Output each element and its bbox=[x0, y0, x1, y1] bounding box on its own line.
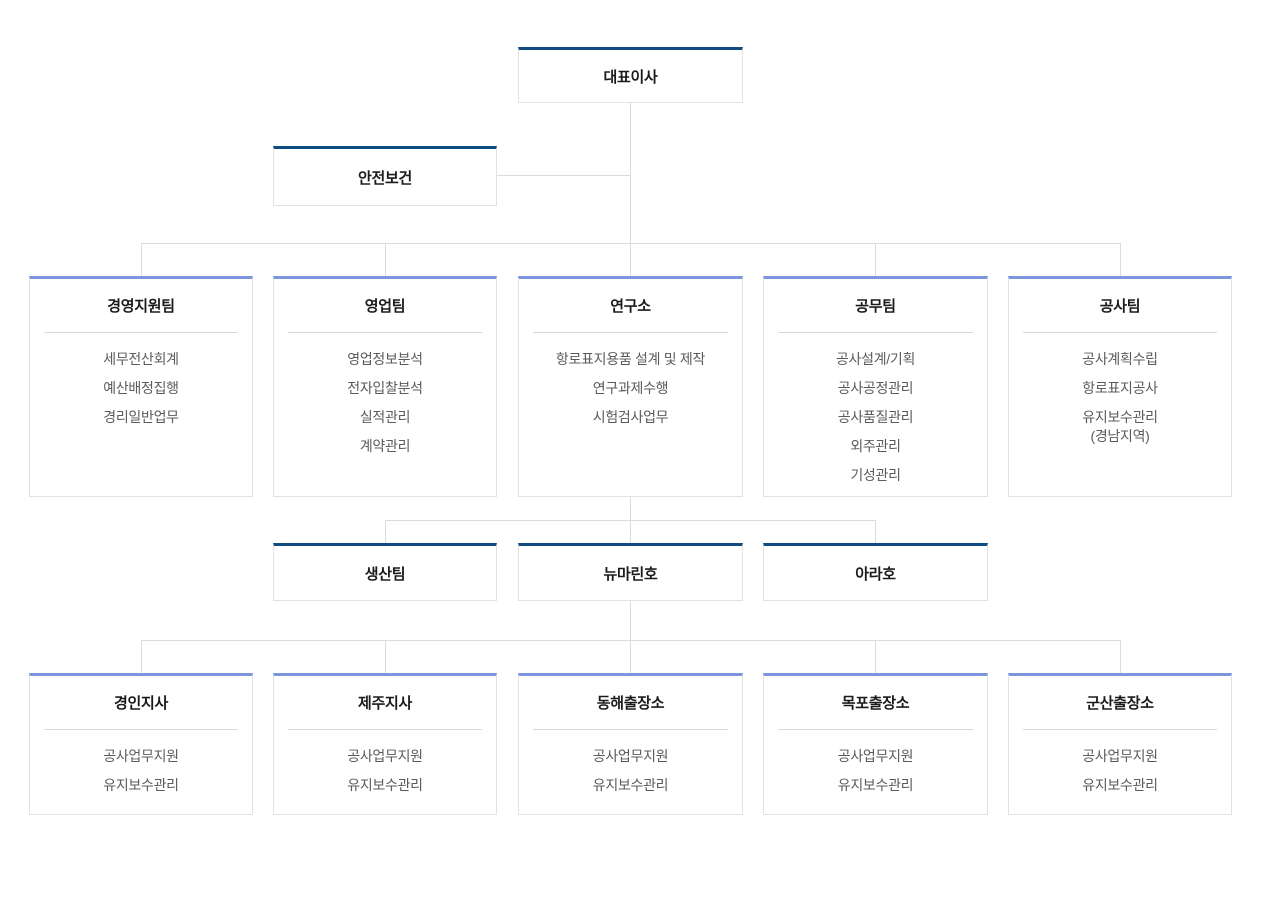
duty-item: 예산배정집행 bbox=[103, 380, 179, 396]
duty-item: 전자입찰분석 bbox=[347, 380, 423, 396]
duty-item: 공사업무지원 bbox=[347, 748, 423, 764]
duty-item: 유지보수관리 bbox=[837, 777, 914, 793]
duty-item: 항로표지용품 설계 및 제작 bbox=[555, 351, 706, 367]
duty-item: 공사계획수립 bbox=[1082, 351, 1158, 367]
duty-item: 공사업무지원 bbox=[837, 748, 914, 764]
box-items: 공사업무지원 유지보수관리 bbox=[1009, 742, 1231, 800]
box-items: 공사업무지원 유지보수관리 bbox=[274, 742, 496, 800]
org-box-ceo: 대표이사 bbox=[518, 47, 743, 103]
box-items: 공사업무지원 유지보수관리 bbox=[764, 742, 987, 800]
duty-item: 시험검사업무 bbox=[592, 409, 669, 425]
connector-drop bbox=[385, 520, 386, 543]
connector-drop bbox=[875, 520, 876, 543]
duty-item: 유지보수관리 bbox=[1082, 777, 1158, 793]
duty-item: 유지보수관리 bbox=[103, 777, 179, 793]
divider bbox=[533, 729, 728, 730]
box-title: 목포출장소 bbox=[841, 695, 910, 712]
connector-ceo-down bbox=[630, 103, 631, 243]
box-title: 공무팀 bbox=[855, 298, 896, 315]
connector-drop bbox=[630, 640, 631, 673]
connector-drop bbox=[141, 640, 142, 673]
box-title: 제주지사 bbox=[357, 695, 412, 712]
duty-item: 계약관리 bbox=[359, 438, 411, 454]
connector-drop bbox=[1120, 243, 1121, 276]
box-title: 뉴마린호 bbox=[603, 565, 658, 583]
org-box-jeju-branch: 제주지사 공사업무지원 유지보수관리 bbox=[273, 673, 497, 815]
box-items: 공사계획수립 항로표지공사 유지보수관리 (경남지역) bbox=[1009, 345, 1231, 451]
connector-drop bbox=[630, 243, 631, 276]
org-box-mokpo-office: 목포출장소 공사업무지원 유지보수관리 bbox=[763, 673, 988, 815]
org-box-sales-team: 영업팀 영업정보분석 전자입찰분석 실적관리 계약관리 bbox=[273, 276, 497, 497]
duty-item: 세무전산회계 bbox=[103, 351, 179, 367]
duty-item: 유지보수관리 (경남지역) bbox=[1082, 409, 1158, 444]
org-box-management-support-team: 경영지원팀 세무전산회계 예산배정집행 경리일반업무 bbox=[29, 276, 253, 497]
box-title: 영업팀 bbox=[364, 298, 406, 315]
connector-drop bbox=[1120, 640, 1121, 673]
box-items: 세무전산회계 예산배정집행 경리일반업무 bbox=[30, 345, 252, 432]
duty-item: 공사업무지원 bbox=[592, 748, 669, 764]
connector-lab-down bbox=[630, 497, 631, 520]
box-items: 공사업무지원 유지보수관리 bbox=[519, 742, 742, 800]
connector-drop bbox=[630, 520, 631, 543]
connector-drop bbox=[385, 243, 386, 276]
org-box-donghae-office: 동해출장소 공사업무지원 유지보수관리 bbox=[518, 673, 743, 815]
box-title: 경인지사 bbox=[113, 695, 168, 712]
divider bbox=[288, 332, 482, 333]
divider bbox=[778, 729, 973, 730]
box-title: 생산팀 bbox=[364, 565, 406, 583]
divider bbox=[533, 332, 728, 333]
box-items: 항로표지용품 설계 및 제작 연구과제수행 시험검사업무 bbox=[519, 345, 742, 432]
duty-item: 외주관리 bbox=[850, 438, 901, 454]
duty-item: 유지보수관리 bbox=[592, 777, 669, 793]
duty-item: 경리일반업무 bbox=[103, 409, 179, 425]
org-box-ara-ship: 아라호 bbox=[763, 543, 988, 601]
box-title: 군산출장소 bbox=[1086, 695, 1154, 712]
org-box-new-marine-ship: 뉴마린호 bbox=[518, 543, 743, 601]
connector-drop bbox=[141, 243, 142, 276]
duty-item: 실적관리 bbox=[359, 409, 411, 425]
org-box-safety: 안전보건 bbox=[273, 146, 497, 206]
divider bbox=[1023, 729, 1217, 730]
org-box-engineering-team: 공무팀 공사설계/기획 공사공정관리 공사품질관리 외주관리 기성관리 bbox=[763, 276, 988, 497]
box-title: 연구소 bbox=[610, 298, 651, 315]
box-title: 아라호 bbox=[855, 565, 896, 583]
connector-drop bbox=[875, 640, 876, 673]
box-items: 공사설계/기획 공사공정관리 공사품질관리 외주관리 기성관리 bbox=[764, 345, 987, 490]
duty-item: 연구과제수행 bbox=[592, 380, 669, 396]
connector-drop bbox=[385, 640, 386, 673]
divider bbox=[778, 332, 973, 333]
box-title: 경영지원팀 bbox=[107, 298, 175, 315]
divider bbox=[1023, 332, 1217, 333]
duty-item: 항로표지공사 bbox=[1082, 380, 1158, 396]
duty-item: 기성관리 bbox=[850, 467, 901, 483]
box-title: 안전보건 bbox=[357, 169, 412, 187]
org-box-construction-team: 공사팀 공사계획수립 항로표지공사 유지보수관리 (경남지역) bbox=[1008, 276, 1232, 497]
org-box-production-team: 생산팀 bbox=[273, 543, 497, 601]
box-items: 공사업무지원 유지보수관리 bbox=[30, 742, 252, 800]
divider bbox=[44, 729, 238, 730]
connector-drop bbox=[875, 243, 876, 276]
duty-item: 영업정보분석 bbox=[347, 351, 423, 367]
duty-item: 공사업무지원 bbox=[103, 748, 179, 764]
connector-vessel-down bbox=[630, 601, 631, 640]
org-box-gyeongin-branch: 경인지사 공사업무지원 유지보수관리 bbox=[29, 673, 253, 815]
connector-safety bbox=[497, 175, 630, 176]
divider bbox=[44, 332, 238, 333]
duty-item: 유지보수관리 bbox=[347, 777, 423, 793]
duty-item: 공사설계/기획 bbox=[835, 351, 916, 367]
box-title: 대표이사 bbox=[603, 68, 658, 86]
divider bbox=[288, 729, 482, 730]
duty-item: 공사공정관리 bbox=[837, 380, 914, 396]
org-box-gunsan-office: 군산출장소 공사업무지원 유지보수관리 bbox=[1008, 673, 1232, 815]
duty-item: 공사품질관리 bbox=[837, 409, 914, 425]
box-items: 영업정보분석 전자입찰분석 실적관리 계약관리 bbox=[274, 345, 496, 461]
duty-item: 공사업무지원 bbox=[1082, 748, 1158, 764]
box-title: 공사팀 bbox=[1099, 298, 1141, 315]
box-title: 동해출장소 bbox=[596, 695, 665, 712]
org-box-research-institute: 연구소 항로표지용품 설계 및 제작 연구과제수행 시험검사업무 bbox=[518, 276, 743, 497]
